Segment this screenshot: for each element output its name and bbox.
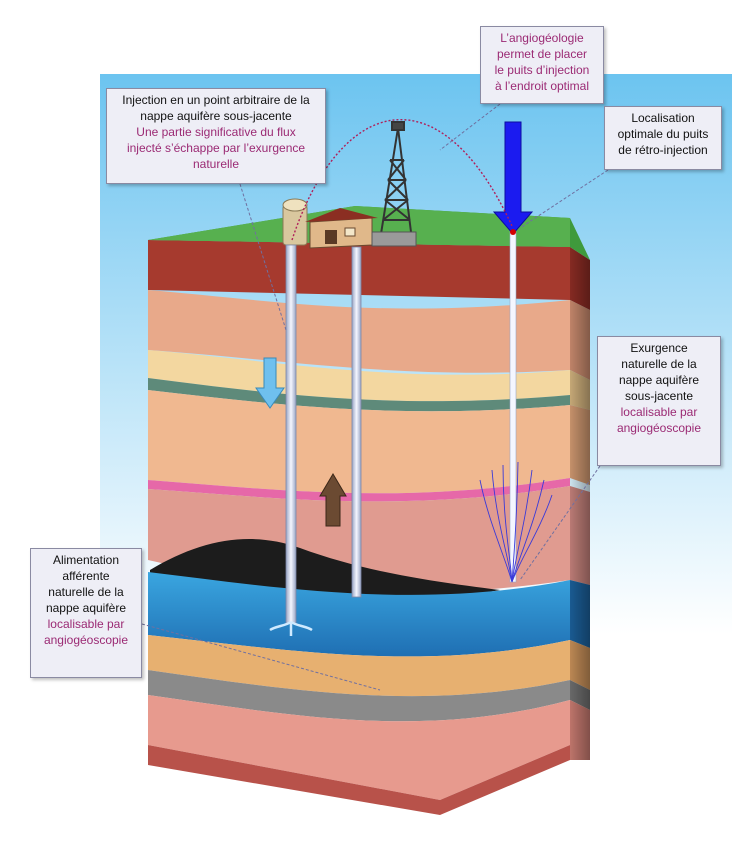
callout-exurgence-line3: nappe aquifère <box>618 373 700 387</box>
layer-teal-thin <box>148 378 570 412</box>
callout-exurgence-line2: naturelle de la <box>621 357 697 371</box>
callout-exurgence-line1: Exurgence <box>630 341 688 355</box>
injection-outflow-arrows <box>269 620 313 636</box>
layer-pink-thin <box>148 478 570 502</box>
callout-alim-line4: nappe aquifère <box>45 601 127 615</box>
callout-angio-accent4: à l’endroit optimal <box>494 79 590 93</box>
callout-leaders <box>141 103 609 691</box>
callout-alim-accent2: angiogéoscopie <box>43 633 129 647</box>
layer-orange <box>148 635 570 697</box>
pump-house <box>305 208 378 249</box>
aquifer-layer <box>148 572 570 657</box>
callout-alim-line3: naturelle de la <box>48 585 124 599</box>
layer-pink-bottom <box>148 695 570 800</box>
callout-alim-line2: afférente <box>62 569 110 583</box>
callout-alim-line1: Alimentation <box>52 553 120 567</box>
injection-well-pipe <box>285 244 297 624</box>
callout-angio-accent1: L’angiogéologie <box>500 31 584 45</box>
optimal-point-marker <box>510 229 516 235</box>
side-face <box>570 247 590 760</box>
front-face <box>148 240 570 815</box>
callout-localisation-optimale: Localisation optimale du puits de rétro-… <box>604 106 722 170</box>
layer-grey <box>148 670 570 722</box>
callout-injection-accent2: injecté s’échappe par l’exurgence <box>126 141 306 155</box>
callout-relocal-line3: de rétro-injection <box>618 143 708 157</box>
callout-angio-accent3: le puits d’injection <box>494 63 590 77</box>
callout-alim-accent1: localisable par <box>47 617 125 631</box>
derrick-base <box>371 231 417 247</box>
callout-exurgence: Exurgence naturelle de la nappe aquifère… <box>597 336 721 466</box>
callout-exurgence-accent2: angiogéoscopie <box>616 421 702 435</box>
callout-injection: Injection en un point arbitraire de la n… <box>106 88 326 184</box>
layer-base-red <box>148 745 570 815</box>
callout-injection-line1: Injection en un point arbitraire de la <box>122 93 310 107</box>
drilling-derrick <box>379 121 413 241</box>
callout-exurgence-accent1: localisable par <box>620 405 698 419</box>
callout-injection-line2: nappe aquifère sous-jacente <box>140 109 292 123</box>
flow-arc <box>291 118 513 241</box>
callout-angiogeologie: L’angiogéologie permet de placer le puit… <box>480 26 604 104</box>
storage-tank <box>282 198 308 246</box>
callout-injection-accent3: naturelle <box>192 157 240 171</box>
callout-angio-accent2: permet de placer <box>496 47 588 61</box>
callout-injection-accent1: Une partie significative du flux <box>136 125 296 139</box>
callout-relocal-line1: Localisation <box>631 111 695 125</box>
production-well-pipe <box>351 246 362 598</box>
callout-exurgence-line4: sous-jacente <box>624 389 694 403</box>
callout-relocal-line2: optimale du puits <box>617 127 709 141</box>
callout-alimentation: Alimentation afférente naturelle de la n… <box>30 548 142 678</box>
exurgence-fan <box>479 461 553 583</box>
injection-flow-down-arrow <box>255 357 285 409</box>
production-flow-up-arrow <box>319 473 347 527</box>
optimal-injection-arrow <box>492 121 534 235</box>
